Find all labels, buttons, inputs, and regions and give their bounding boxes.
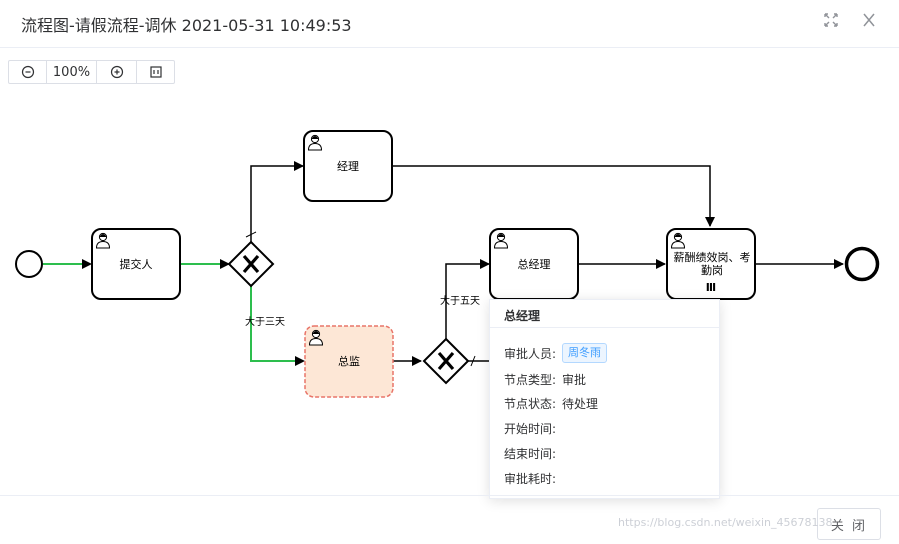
node-status-label: 节点状态: <box>504 397 557 411</box>
node-type-label: 节点类型: <box>504 373 557 387</box>
popover-divider <box>490 327 719 328</box>
node-info-popover: 总经理 审批人员: 周冬雨 节点类型: 审批 节点状态: 待处理 开始时间: 结… <box>489 299 720 499</box>
task-director-label: 总监 <box>338 355 360 368</box>
duration-label: 审批耗时: <box>504 472 557 486</box>
task-director[interactable] <box>304 325 394 398</box>
task-submit[interactable] <box>91 228 181 300</box>
close-icon[interactable] <box>859 10 879 30</box>
flow-start-to-submit <box>43 259 92 269</box>
task-manager[interactable] <box>303 130 393 202</box>
dialog-title: 流程图-请假流程-调休 2021-05-31 10:49:53 <box>21 16 352 35</box>
approver-label: 审批人员: <box>504 346 557 361</box>
start-event[interactable] <box>15 250 43 278</box>
task-manager-label: 经理 <box>337 160 359 173</box>
fit-view-icon <box>149 66 162 78</box>
fit-view-button[interactable] <box>136 60 175 84</box>
exclusive-gateway-1[interactable] <box>227 240 275 288</box>
task-general-manager-label: 总经理 <box>517 258 551 271</box>
zoom-in-icon <box>110 65 123 79</box>
watermark: https://blog.csdn.net/weixin_45678138 <box>618 516 833 529</box>
node-type-value: 审批 <box>562 373 587 387</box>
flow-label-gt-three-days: 大于三天 <box>245 317 285 328</box>
approver-row: 审批人员: 周冬雨 <box>504 343 608 363</box>
flow-submit-to-gateway <box>180 259 230 269</box>
duration-row: 审批耗时: <box>504 470 562 487</box>
end-time-label: 结束时间: <box>504 447 557 461</box>
start-time-label: 开始时间: <box>504 422 557 436</box>
multi-instance-marker: Ⅲ <box>705 281 717 294</box>
zoom-in-button[interactable] <box>96 60 137 84</box>
end-event[interactable] <box>844 246 880 282</box>
flow-manager-to-hr <box>392 165 715 227</box>
zoom-level: 100% <box>46 60 97 84</box>
task-submit-label: 提交人 <box>119 258 153 271</box>
start-time-row: 开始时间: <box>504 420 562 437</box>
dialog-footer <box>0 495 899 544</box>
zoom-out-button[interactable] <box>8 60 47 84</box>
close-button[interactable]: 关 闭 <box>817 508 881 540</box>
popover-title: 总经理 <box>504 309 541 323</box>
exclusive-gateway-2[interactable] <box>422 337 470 385</box>
flow-gateway-to-director <box>250 286 305 366</box>
bpmn-canvas: 提交人 经理 总监 总经理 薪酬绩效岗、考勤岗 Ⅲ 大于三天 大于五天 <box>0 90 899 495</box>
node-status-value: 待处理 <box>562 397 599 411</box>
task-hr-label: 薪酬绩效岗、考勤岗 <box>673 251 751 277</box>
fullscreen-icon[interactable] <box>821 10 841 30</box>
node-status-row: 节点状态: 待处理 <box>504 395 598 412</box>
flow-label-gt-five-days: 大于五天 <box>440 296 480 307</box>
approver-tag: 周冬雨 <box>562 343 608 363</box>
zoom-out-icon <box>21 65 34 79</box>
flow-gateway2-to-gm <box>445 259 490 339</box>
flow-gateway-to-manager <box>250 161 304 242</box>
dialog-header: 流程图-请假流程-调休 2021-05-31 10:49:53 <box>0 0 899 48</box>
zoom-toolbar: 100% <box>8 60 175 84</box>
end-time-row: 结束时间: <box>504 445 562 462</box>
node-type-row: 节点类型: 审批 <box>504 371 586 388</box>
